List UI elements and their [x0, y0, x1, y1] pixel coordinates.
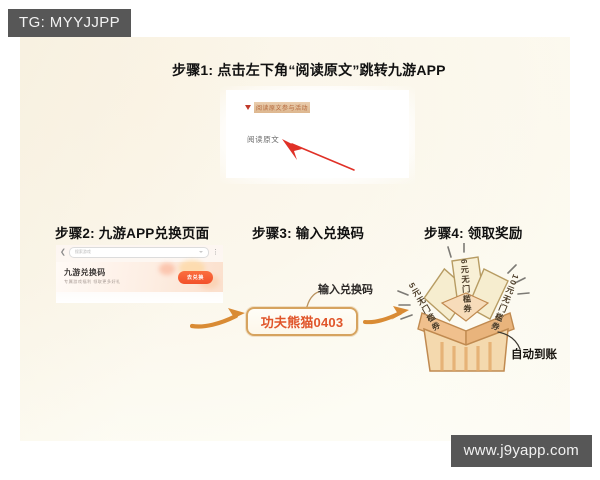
wechat-article-screenshot: 阅读原文参与活动 阅读原文 [220, 86, 415, 184]
account-name-label: 阅读原文参与活动 [254, 102, 311, 113]
step4-heading: 步骤4: 领取奖励 [424, 226, 523, 241]
app-screenshot: ❮ 搜索游戏 ⋮ 九游兑换码 专属游戏福利 领取更多好礼 去兑换 [56, 245, 223, 303]
account-row: 阅读原文参与活动 [245, 102, 311, 113]
search-input[interactable]: 搜索游戏 [68, 247, 209, 258]
step1-heading: 步骤1: 点击左下角“阅读原文”跳转九游APP [172, 62, 446, 78]
chevron-down-icon[interactable] [199, 250, 203, 253]
auto-credit-leader-line-icon [497, 331, 521, 350]
auto-credit-label: 自动到账 [511, 349, 557, 361]
decorative-blob-1 [159, 263, 175, 275]
red-arrow-icon [282, 139, 355, 171]
promo-subtitle: 专属游戏福利 领取更多好礼 [64, 279, 121, 284]
more-menu-icon[interactable]: ⋮ [212, 249, 219, 256]
chevron-left-icon[interactable]: ❮ [60, 249, 66, 256]
redemption-code-box[interactable]: 功夫熊猫0403 [246, 307, 358, 336]
code-input-label: 输入兑换码 [318, 284, 373, 296]
arrow-step2-to-step3-icon [190, 308, 245, 329]
triangle-marker-icon [245, 105, 251, 110]
step2-heading: 步骤2: 九游APP兑换页面 [55, 226, 210, 241]
gift-box-icon [397, 243, 530, 372]
promo-title: 九游兑换码 [64, 268, 106, 277]
redeem-button[interactable]: 去兑换 [177, 271, 213, 284]
step3-heading: 步骤3: 输入兑换码 [252, 226, 365, 241]
redemption-code-value: 功夫熊猫0403 [260, 315, 344, 330]
telegram-watermark: TG: MYYJJPP [8, 9, 132, 37]
read-original-link[interactable]: 阅读原文 [247, 135, 280, 144]
site-watermark: www.j9yapp.com [450, 435, 592, 467]
arrow-step3-to-step4-icon [363, 306, 409, 325]
search-placeholder-text: 搜索游戏 [74, 249, 91, 255]
promo-banner[interactable]: 九游兑换码 专属游戏福利 领取更多好礼 去兑换 [56, 260, 223, 292]
app-top-bar: ❮ 搜索游戏 ⋮ [56, 245, 223, 260]
